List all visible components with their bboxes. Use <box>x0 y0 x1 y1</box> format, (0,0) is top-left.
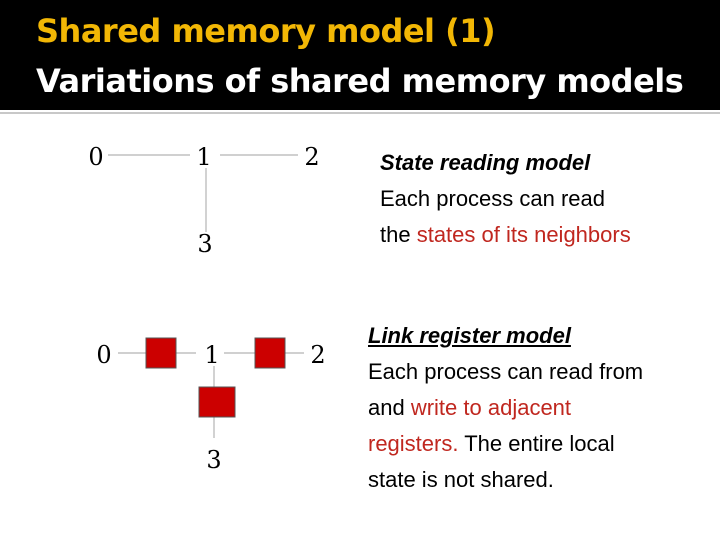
state-reading-highlight: states of its neighbors <box>416 222 631 247</box>
state-reading-diagram: 0 1 2 3 <box>88 143 319 258</box>
register-0-1 <box>145 337 177 369</box>
node-1: 1 <box>204 341 219 369</box>
node-2: 2 <box>310 341 325 369</box>
link-register-line-2-prefix: and <box>368 395 411 420</box>
link-register-highlight-1: write to adjacent <box>410 395 572 420</box>
node-0: 0 <box>88 143 103 171</box>
topology-diagrams: 0 1 2 3 0 1 2 3 <box>88 143 326 474</box>
state-reading-line-1: Each process can read <box>380 186 606 211</box>
link-register-highlight-2: registers. <box>368 431 459 456</box>
state-reading-line-2: the states of its neighbors <box>380 217 631 253</box>
link-register-diagram: 0 1 2 3 <box>96 337 326 474</box>
link-register-line-3-rest: The entire local <box>458 431 615 456</box>
header-divider <box>0 112 720 114</box>
link-register-line-3: registers. The entire local <box>368 426 643 462</box>
node-3: 3 <box>197 230 212 258</box>
link-register-line-4: state is not shared. <box>368 467 554 492</box>
link-register-heading: Link register model <box>368 323 571 348</box>
title-bar: Shared memory model (1) Variations of sh… <box>0 0 720 110</box>
state-reading-description: State reading model Each process can rea… <box>380 145 631 253</box>
node-1: 1 <box>196 143 211 171</box>
register-1-3 <box>198 386 236 418</box>
register-1-2 <box>254 337 286 369</box>
link-register-line-2: and write to adjacent <box>368 390 643 426</box>
slide-title: Shared memory model (1) <box>36 12 496 50</box>
state-reading-line-2-prefix: the <box>380 222 417 247</box>
node-0: 0 <box>96 341 111 369</box>
slide-subtitle: Variations of shared memory models <box>36 62 684 100</box>
link-register-line-1: Each process can read from <box>368 359 644 384</box>
node-2: 2 <box>304 143 319 171</box>
link-register-description: Link register model Each process can rea… <box>368 318 643 498</box>
state-reading-heading: State reading model <box>380 150 591 175</box>
node-3: 3 <box>206 446 221 474</box>
